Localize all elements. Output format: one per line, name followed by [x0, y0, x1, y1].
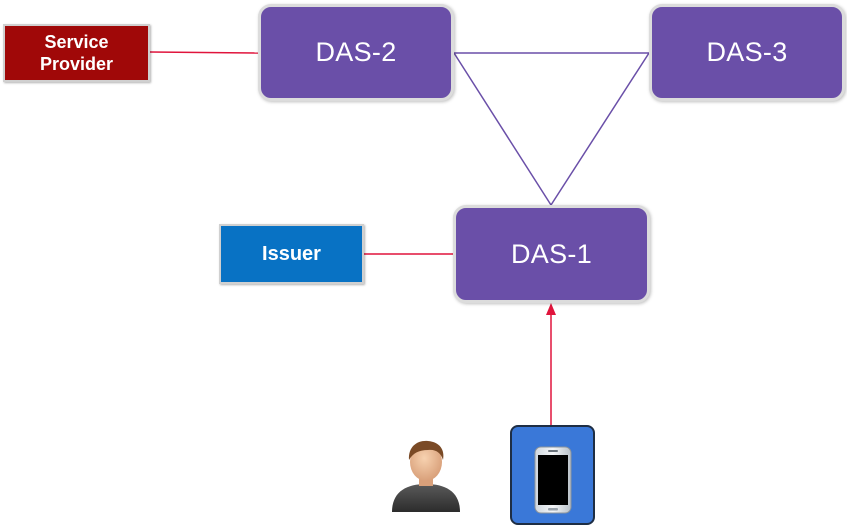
service-provider-box: Service Provider	[3, 24, 150, 82]
link-das3-das1	[550, 52, 650, 206]
link-service-provider-das2	[149, 51, 259, 54]
issuer-box: Issuer	[219, 224, 364, 284]
das-1-label: DAS-1	[510, 238, 593, 269]
link-das2-das1	[453, 52, 552, 206]
das-2-label: DAS-2	[315, 37, 397, 67]
service-provider-label-line2: Provider	[39, 54, 114, 74]
arrowhead-das1	[546, 303, 556, 315]
service-provider-label-line1: Service	[44, 32, 109, 52]
smartphone-icon	[510, 425, 595, 525]
user-icon	[388, 438, 464, 512]
das-3-label: DAS-3	[706, 37, 788, 67]
das-2-node: DAS-2	[258, 4, 454, 101]
das-1-node: DAS-1	[453, 205, 650, 303]
issuer-label: Issuer	[262, 242, 321, 265]
das-3-node: DAS-3	[649, 4, 845, 101]
